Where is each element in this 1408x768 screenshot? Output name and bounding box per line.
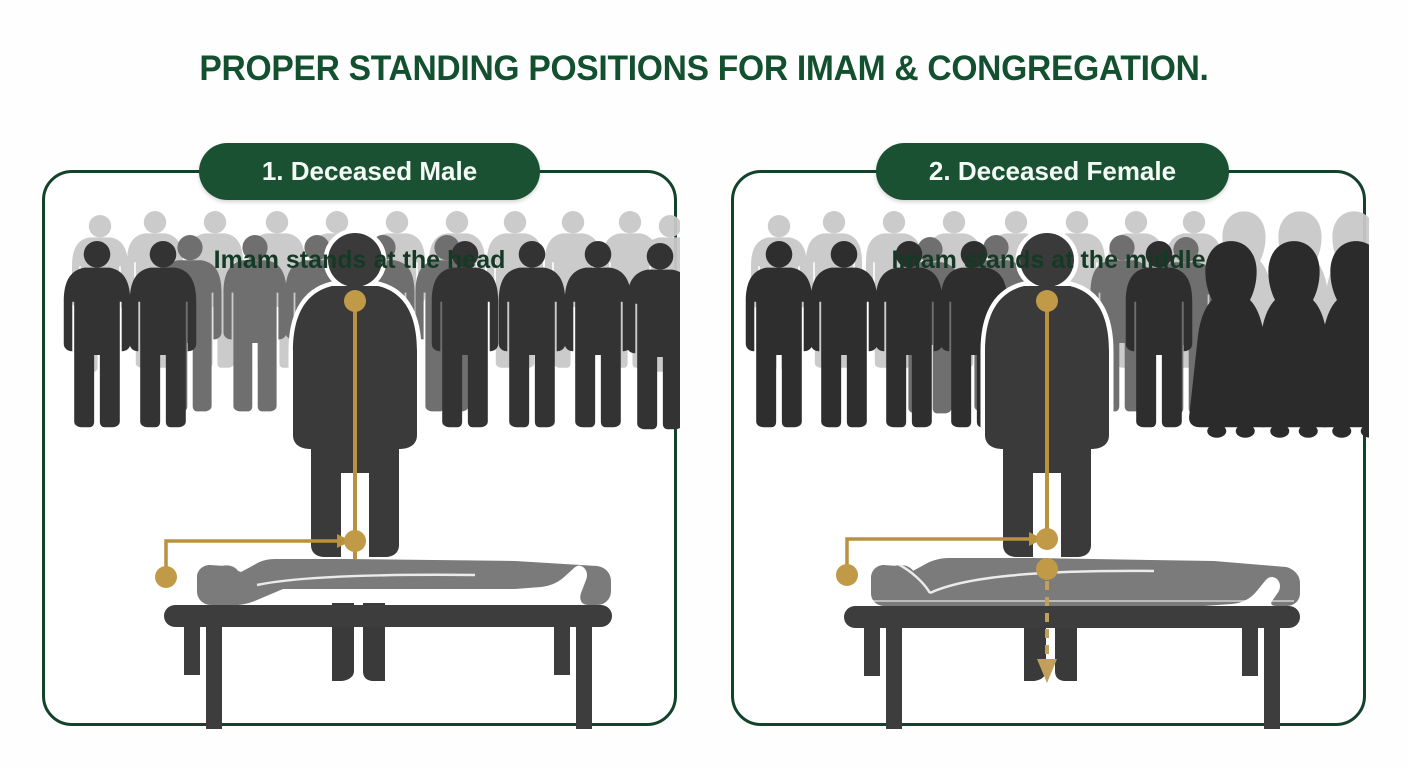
badge-deceased-male[interactable]: 1. Deceased Male	[199, 143, 540, 200]
subtitle-female: Imam stands at the middle	[891, 246, 1206, 274]
bier-table	[164, 605, 612, 729]
deceased-body-female	[871, 558, 1300, 606]
subtitle-male: Imam stands at the head	[213, 246, 506, 274]
imam-position-marker-male	[155, 290, 366, 588]
deceased-body-male	[197, 559, 611, 605]
imam-position-marker-female	[836, 290, 1058, 683]
panel-deceased-male	[42, 170, 680, 729]
bier-table	[844, 606, 1300, 729]
scene-female	[734, 173, 1369, 729]
badge-deceased-female[interactable]: 2. Deceased Female	[876, 143, 1229, 200]
page-title: PROPER STANDING POSITIONS FOR IMAM & CON…	[199, 49, 1209, 88]
panel-deceased-female	[731, 170, 1369, 729]
scene-male	[45, 173, 680, 729]
